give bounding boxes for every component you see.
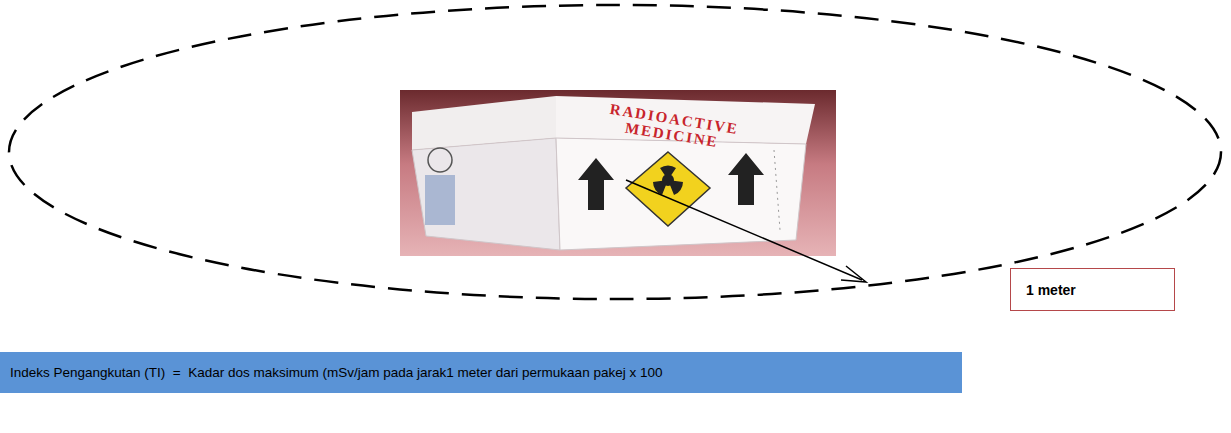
leader-arrow xyxy=(626,180,862,280)
distance-ellipse xyxy=(9,5,1221,299)
node-text: 1 meter xyxy=(1026,282,1076,298)
package-photo xyxy=(400,90,836,256)
node-text: Indeks Pengangkutan (TI) = Kadar dos mak… xyxy=(10,365,662,380)
distance-label-box: 1 meter xyxy=(1010,268,1175,311)
formula-band: Indeks Pengangkutan (TI) = Kadar dos mak… xyxy=(0,352,962,393)
arrow-head xyxy=(841,266,866,282)
